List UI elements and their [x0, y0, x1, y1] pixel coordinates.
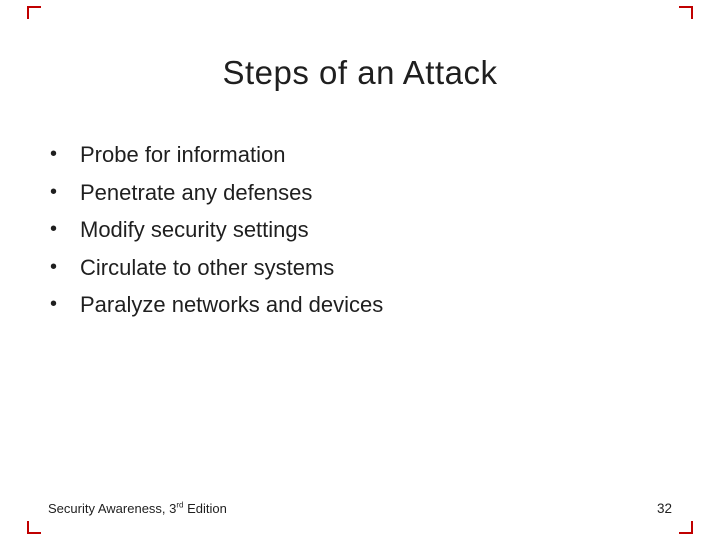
bullet-item: • Circulate to other systems — [50, 249, 650, 287]
footer-suffix: Edition — [183, 501, 227, 516]
bullet-glyph: • — [50, 180, 58, 203]
corner-mark-top-left — [27, 6, 41, 19]
bullet-item: • Modify security settings — [50, 211, 650, 249]
bullet-glyph: • — [50, 218, 58, 240]
bullet-text: Penetrate any defenses — [80, 179, 313, 205]
corner-mark-top-right — [679, 6, 693, 19]
footer-prefix: Security Awareness, 3 — [48, 501, 177, 516]
slide-title: Steps of an Attack — [222, 54, 498, 91]
page-number: 32 — [656, 501, 672, 516]
bullet-text: Probe for information — [80, 142, 286, 167]
bullet-text: Circulate to other systems — [80, 254, 335, 280]
bullet-text: Paralyze networks and devices — [80, 292, 384, 317]
bullet-list: • Probe for information • Penetrate any … — [50, 136, 650, 324]
footer-text: Security Awareness, 3rd Edition — [48, 501, 227, 516]
bullet-item: • Paralyze networks and devices — [50, 286, 650, 324]
footer-superscript: rd — [176, 500, 184, 510]
corner-mark-bottom-left — [27, 521, 41, 534]
bullet-glyph: • — [50, 143, 58, 165]
corner-mark-bottom-right — [679, 521, 693, 534]
bullet-glyph: • — [50, 293, 58, 315]
bullet-glyph: • — [50, 255, 58, 278]
bullet-item: • Penetrate any defenses — [50, 174, 650, 212]
bullet-text: Modify security settings — [80, 217, 309, 242]
bullet-item: • Probe for information — [50, 136, 650, 174]
